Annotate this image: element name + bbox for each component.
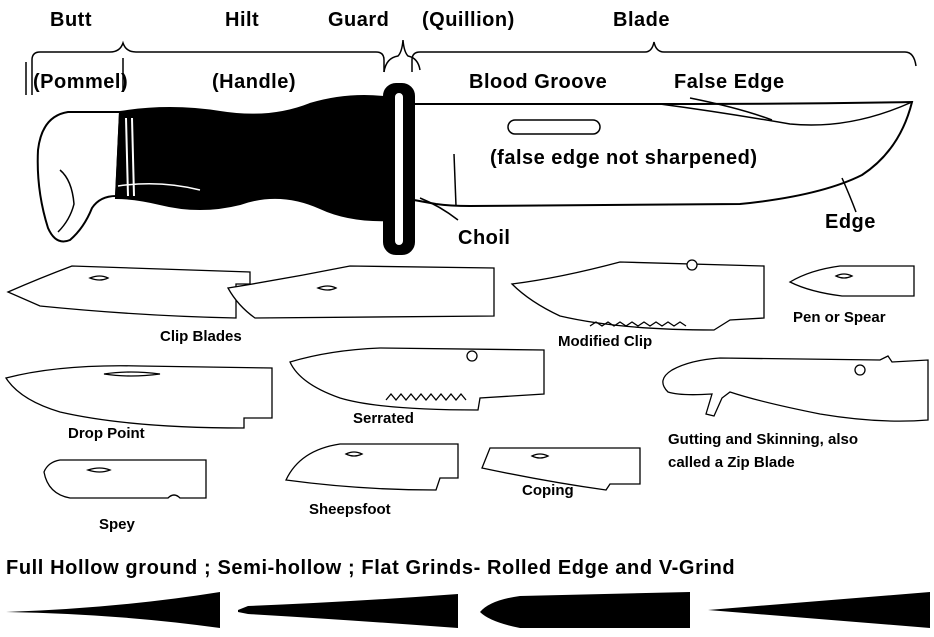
label-guard: Guard: [328, 9, 390, 31]
main-knife: [36, 83, 914, 255]
label-choil: Choil: [458, 227, 511, 249]
grinds-caption: Full Hollow ground ; Semi-hollow ; Flat …: [6, 557, 736, 579]
label-edge: Edge: [825, 211, 876, 233]
label-quillion: (Quillion): [422, 9, 515, 31]
anatomy-brackets: [25, 39, 917, 95]
label-drop-point: Drop Point: [68, 425, 145, 442]
label-butt: Butt: [50, 9, 92, 31]
semi-hollow-grind: [238, 594, 458, 628]
label-pen-or-spear: Pen or Spear: [793, 309, 886, 326]
blade-types-art: [4, 259, 929, 499]
v-grind: [708, 592, 930, 628]
label-gutting-line2: called a Zip Blade: [668, 454, 795, 471]
flat-grind-rolled: [480, 592, 690, 628]
label-modified-clip: Modified Clip: [558, 333, 653, 350]
label-coping: Coping: [522, 482, 574, 499]
pommel-shape: [36, 111, 122, 243]
label-blade: Blade: [613, 9, 670, 31]
label-blood-groove: Blood Groove: [469, 71, 608, 93]
label-hilt: Hilt: [225, 9, 260, 31]
label-gutting-line1: Gutting and Skinning, also: [668, 431, 858, 448]
label-false-edge-note: (false edge not sharpened): [490, 147, 758, 169]
label-spey: Spey: [99, 516, 135, 533]
full-hollow-grind: [6, 592, 220, 628]
grind-profiles: [6, 592, 930, 628]
label-clip-blades: Clip Blades: [160, 328, 242, 345]
label-false-edge: False Edge: [674, 71, 785, 93]
blood-groove-shape: [507, 119, 601, 135]
label-handle: (Handle): [212, 71, 296, 93]
label-sheepsfoot: Sheepsfoot: [309, 501, 391, 518]
handle-shape: [114, 95, 393, 222]
label-pommel: (Pommel): [33, 71, 129, 93]
label-serrated: Serrated: [353, 410, 414, 427]
